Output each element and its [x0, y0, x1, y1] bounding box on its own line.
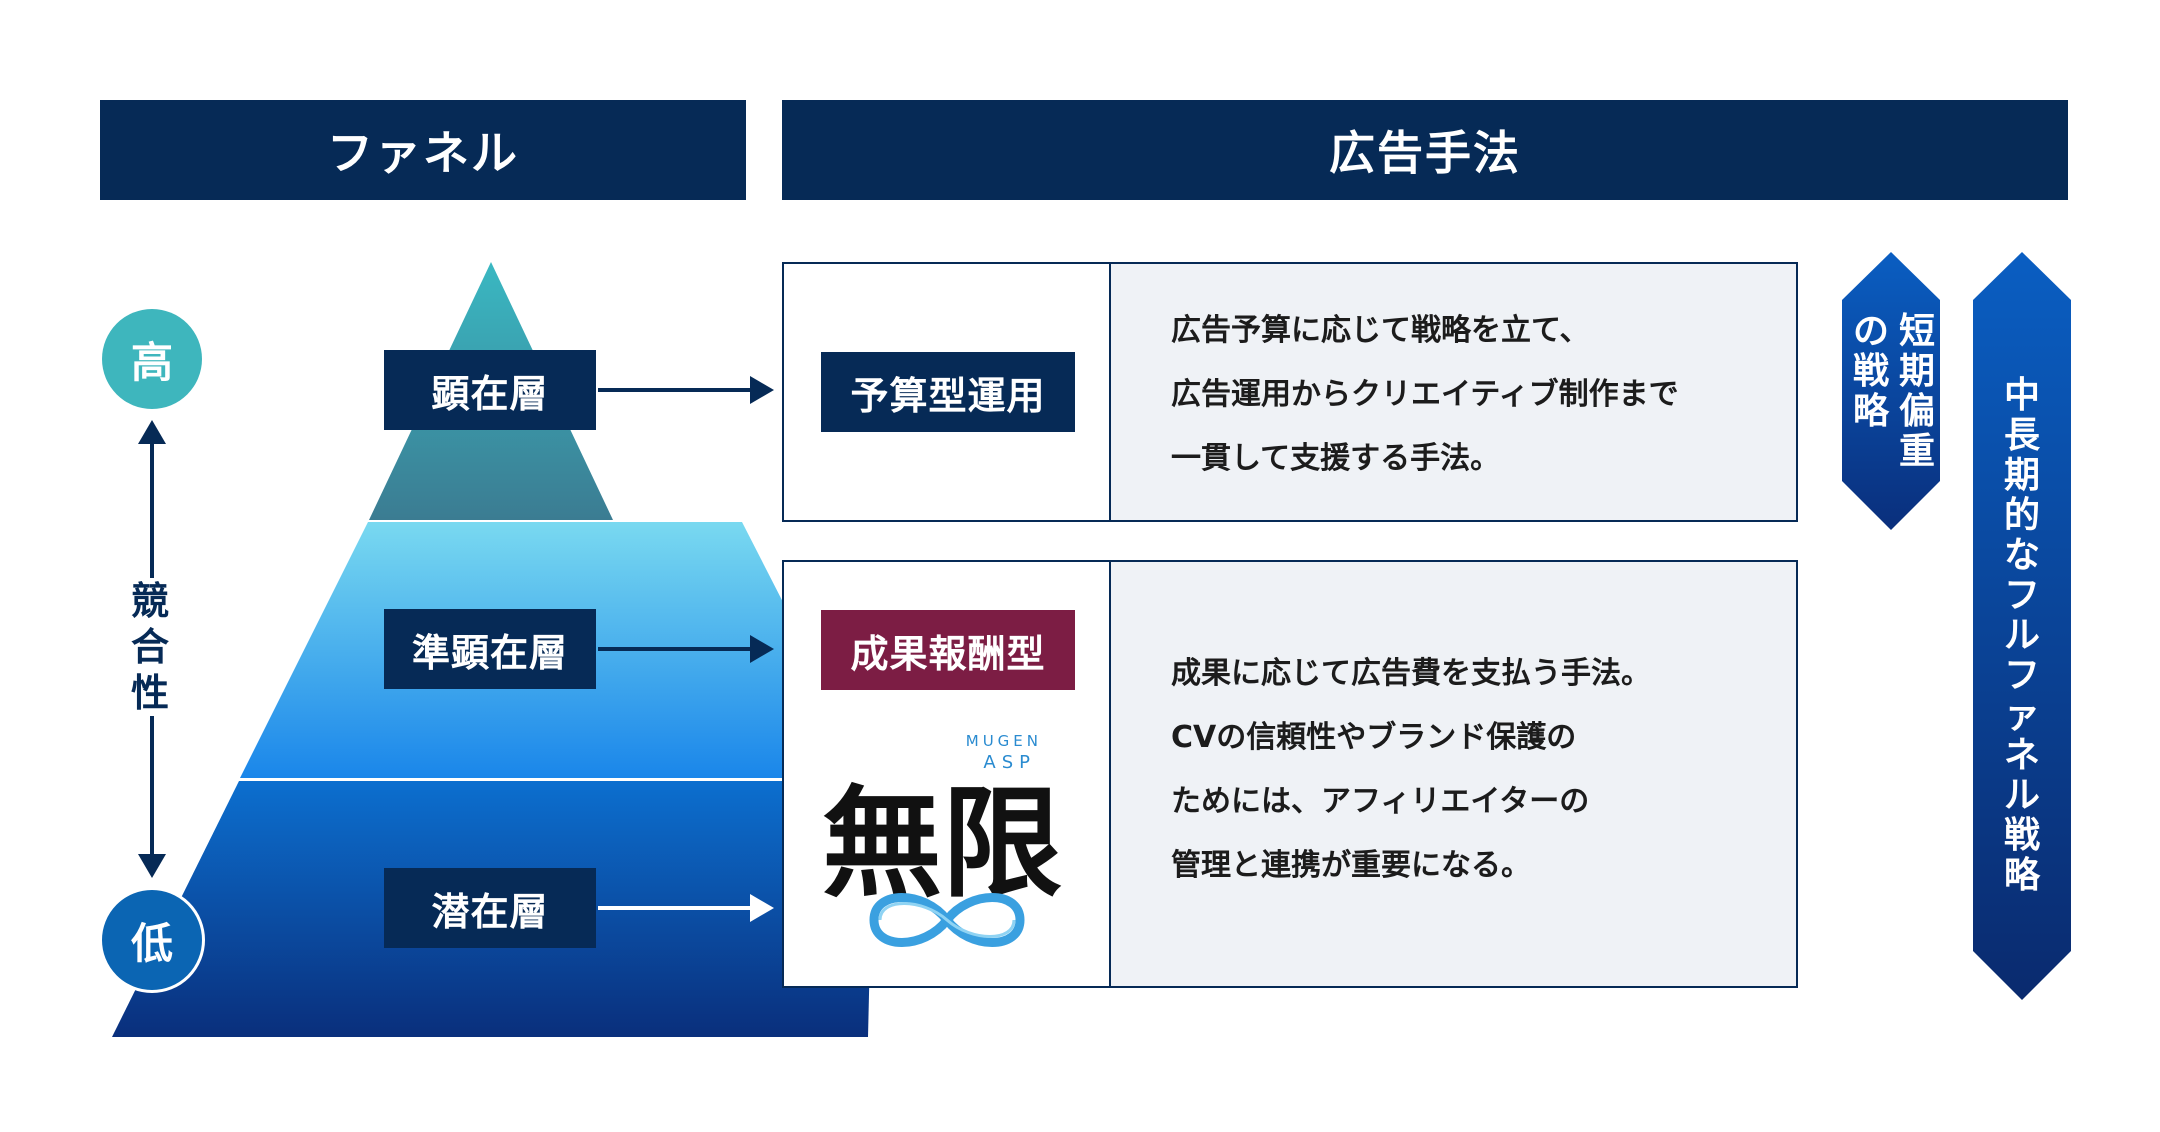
- axis-char: 性: [130, 671, 169, 715]
- axis-char: 合: [130, 625, 169, 669]
- mugen-logo-graphic: MUGEN ASP 無限: [822, 732, 1062, 947]
- axis-char: 競: [130, 579, 169, 623]
- description-line: CVの信頼性やブランド保護の: [1171, 720, 1577, 755]
- layer-label-manifest: 顕在層: [384, 350, 596, 430]
- method-box-budget: 予算型運用 広告予算に応じて戦略を立て、 広告運用からクリエイティブ制作まで 一…: [782, 262, 1798, 522]
- method-description: 広告予算に応じて戦略を立て、 広告運用からクリエイティブ制作まで 一貫して支援す…: [1111, 264, 1796, 520]
- layer-label-semi-manifest: 準顕在層: [384, 609, 596, 689]
- short-term-text-col-right: 短 期 偏 重: [1898, 311, 1935, 472]
- layer-arrows: [598, 376, 774, 922]
- description-line: 広告予算に応じて戦略を立て、: [1171, 313, 1590, 348]
- competition-label: 競 合 性: [130, 578, 170, 716]
- description-lines: 成果に応じて広告費を支払う手法。 CVの信頼性やブランド保護の ためには、アフィ…: [1171, 642, 1651, 898]
- method-box-performance: 成果報酬型 MUGEN ASP 無限 成果に応じて広告費を支払う手法。 CVの信…: [782, 560, 1798, 988]
- method-label-performance: 成果報酬型: [821, 610, 1075, 690]
- svg-text:ASP: ASP: [983, 752, 1036, 773]
- low-indicator: 低: [99, 887, 205, 993]
- description-line: 一貫して支援する手法。: [1171, 441, 1501, 476]
- box-divider: [1109, 264, 1111, 520]
- long-term-strategy-text: 中 長 期 的 な フ ル フ ァ ネ ル 戦 略: [2003, 375, 2040, 896]
- description-line: 管理と連携が重要になる。: [1171, 848, 1531, 883]
- mugen-asp-logo: MUGEN ASP 無限: [814, 710, 1080, 970]
- svg-text:無限: 無限: [822, 773, 1062, 914]
- funnel-header: ファネル: [100, 100, 746, 200]
- high-indicator: 高: [102, 309, 202, 409]
- description-lines: 広告予算に応じて戦略を立て、 広告運用からクリエイティブ制作まで 一貫して支援す…: [1171, 299, 1679, 491]
- layer-label-latent: 潜在層: [384, 868, 596, 948]
- method-label-budget: 予算型運用: [821, 352, 1075, 432]
- method-description: 成果に応じて広告費を支払う手法。 CVの信頼性やブランド保護の ためには、アフィ…: [1111, 562, 1796, 986]
- short-term-arrow-shape: [1842, 252, 1940, 530]
- svg-text:MUGEN: MUGEN: [966, 732, 1042, 750]
- description-line: ためには、アフィリエイターの: [1171, 784, 1590, 819]
- short-term-text-col-left: の 戦 略: [1852, 311, 1889, 432]
- description-line: 広告運用からクリエイティブ制作まで: [1171, 377, 1679, 412]
- box-divider: [1109, 562, 1111, 986]
- methods-header: 広告手法: [782, 100, 2068, 200]
- description-line: 成果に応じて広告費を支払う手法。: [1171, 656, 1651, 691]
- long-term-arrow-shape: [1973, 252, 2071, 1000]
